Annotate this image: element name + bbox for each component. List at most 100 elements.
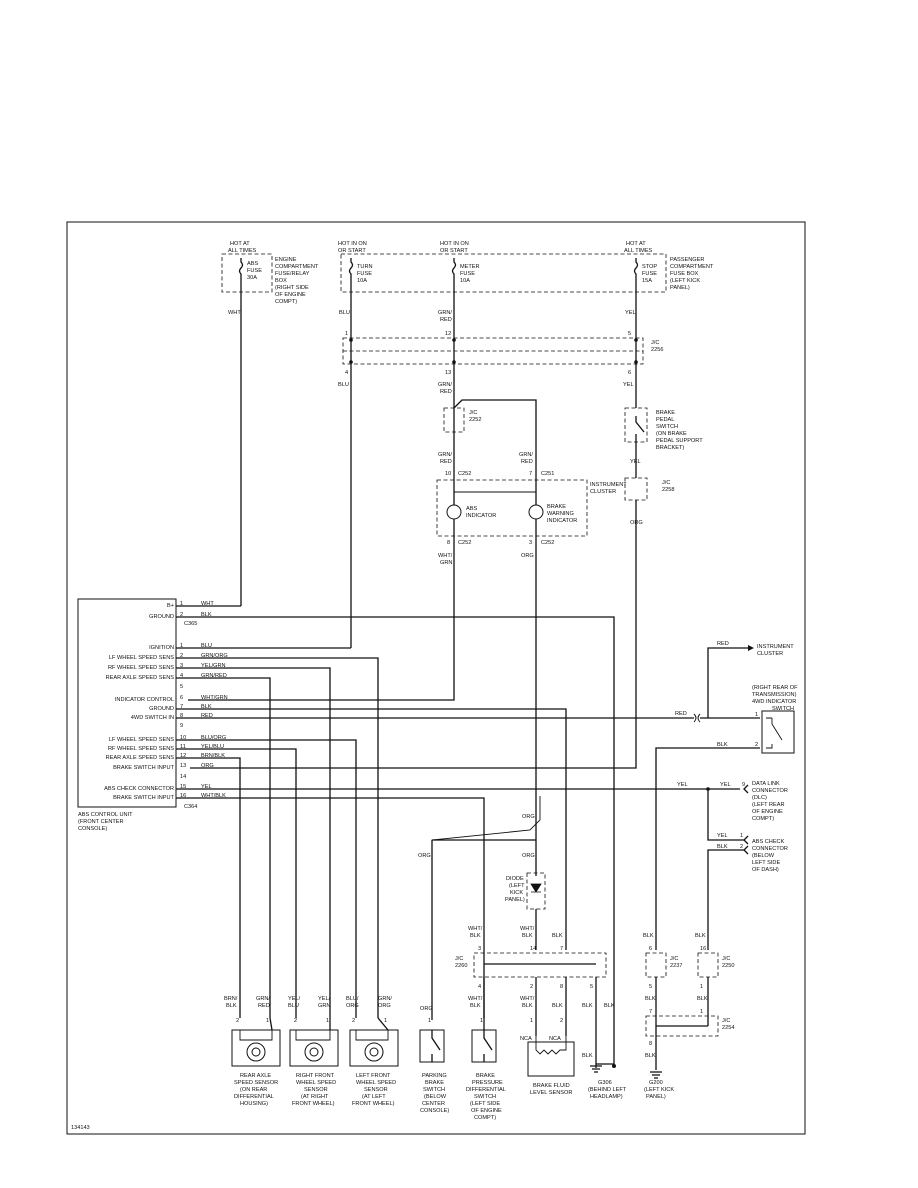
svg-text:COMPT): COMPT) <box>275 299 297 305</box>
meter-fuse-hot-line1: HOT IN ON <box>440 241 469 247</box>
arrow-instrument-cluster <box>748 645 754 651</box>
right-instrument-cluster-label-2: CLUSTER <box>757 651 783 657</box>
wire-label-org-left: ORG <box>418 853 431 859</box>
svg-text:HEADLAMP): HEADLAMP) <box>590 1094 623 1100</box>
svg-text:BLK: BLK <box>604 1003 615 1009</box>
svg-text:5: 5 <box>590 984 593 990</box>
parking-brake-switch-symbol <box>431 1030 441 1062</box>
ecu-pin-number: 1 <box>180 643 183 649</box>
jc-2254-box <box>645 1015 719 1037</box>
svg-text:(ON BRAKE: (ON BRAKE <box>656 431 687 437</box>
rear-axle-sensor-label: REAR AXLE SPEED SENSOR (ON REAR DIFFEREN… <box>234 1073 278 1107</box>
svg-text:8: 8 <box>649 1041 652 1047</box>
svg-text:WHT/: WHT/ <box>520 926 535 932</box>
dlc-connector-symbol <box>743 784 749 794</box>
svg-text:RED: RED <box>440 317 452 323</box>
svg-text:CENTER: CENTER <box>422 1101 445 1107</box>
svg-text:LEFT SIDE: LEFT SIDE <box>752 860 780 866</box>
jc-2258-label: J/C <box>662 480 670 486</box>
svg-text:BLK: BLK <box>552 1003 563 1009</box>
svg-text:(AT RIGHT: (AT RIGHT <box>301 1094 329 1100</box>
svg-text:WHT/: WHT/ <box>520 996 535 1002</box>
wire-label-wht-grn: WHT/ <box>438 553 453 559</box>
svg-text:WARNING: WARNING <box>547 511 574 517</box>
wire-label-org-parking: ORG <box>420 1006 433 1012</box>
stop-fuse-label-2: FUSE <box>642 271 657 277</box>
brake-warning-lamp <box>528 504 544 520</box>
g200-label: G200 (LEFT KICK PANEL) <box>644 1080 674 1100</box>
4wd-indicator-switch <box>761 710 795 754</box>
diode-box <box>526 872 546 910</box>
svg-text:COMPT): COMPT) <box>474 1115 496 1121</box>
ecu-pin-number: 14 <box>180 774 186 780</box>
diagram-frame <box>66 221 806 1135</box>
ecu-pin-label: GROUND <box>149 706 174 712</box>
svg-text:1: 1 <box>326 1018 329 1024</box>
svg-text:G306: G306 <box>598 1080 612 1086</box>
svg-text:7: 7 <box>529 471 532 477</box>
wire-ecu-ground-blk2 <box>176 708 567 950</box>
svg-text:BLK: BLK <box>522 1003 533 1009</box>
brake-fluid-level-sensor <box>527 1041 575 1077</box>
svg-text:YEL: YEL <box>625 310 636 316</box>
svg-text:WHT/: WHT/ <box>468 996 483 1002</box>
svg-text:PANEL): PANEL) <box>505 897 525 903</box>
meter-fuse-symbol <box>451 258 457 280</box>
svg-text:1: 1 <box>345 331 348 337</box>
brake-warning-label: BRAKE WARNING INDICATOR <box>547 504 577 524</box>
svg-text:BLK: BLK <box>645 996 656 1002</box>
turn-fuse-label-2: FUSE <box>357 271 372 277</box>
4wd-switch-symbol <box>766 717 783 749</box>
svg-text:YEL/: YEL/ <box>288 996 301 1002</box>
svg-text:RED: RED <box>440 459 452 465</box>
svg-text:7: 7 <box>560 946 563 952</box>
svg-text:2: 2 <box>352 1018 355 1024</box>
parking-brake-switch-label: PARKING BRAKE SWITCH (BELOW CENTER CONSO… <box>420 1073 449 1114</box>
wire-jc2260-down <box>483 977 597 1064</box>
svg-text:(BELOW: (BELOW <box>752 853 775 859</box>
wire-jc2258-org-down <box>190 500 637 769</box>
brake-fluid-level-sensor-label: BRAKE FLUID LEVEL SENSOR <box>530 1083 572 1096</box>
ground-g200-symbol <box>650 1071 662 1079</box>
ecu-pin-label: RF WHEEL SPEED SENS <box>108 665 174 671</box>
jc-2250-number: 2250 <box>722 963 734 969</box>
jc-2254-number: 2254 <box>722 1025 734 1031</box>
svg-text:GRN/: GRN/ <box>438 452 452 458</box>
ecu-pin-number: 10 <box>180 735 186 741</box>
svg-text:INDICATOR: INDICATOR <box>466 513 496 519</box>
svg-text:YEL: YEL <box>623 382 634 388</box>
wire-label-blk-g306: BLK <box>582 1053 593 1059</box>
abs-fuse-symbol <box>238 258 244 280</box>
svg-text:5: 5 <box>649 984 652 990</box>
svg-text:2: 2 <box>755 742 758 748</box>
diode-label: DIODE (LEFT KICK PANEL) <box>505 876 525 903</box>
svg-text:1: 1 <box>384 1018 387 1024</box>
jc-2260-number: 2260 <box>455 963 467 969</box>
wire-label-org-brake: ORG <box>521 553 534 559</box>
svg-text:4WD INDICATOR: 4WD INDICATOR <box>752 699 796 705</box>
svg-text:LEFT FRONT: LEFT FRONT <box>356 1073 391 1079</box>
ecu-wire-color-label: BLK <box>201 704 212 710</box>
connector-c251: C251 <box>541 471 554 477</box>
ecu-pin-label: BRAKE SWITCH INPUT <box>113 765 174 771</box>
svg-text:CONSOLE): CONSOLE) <box>420 1108 449 1114</box>
jc-2237-label: J/C <box>670 956 678 962</box>
svg-text:BRAKE: BRAKE <box>425 1080 444 1086</box>
jc-2260-box <box>473 952 607 978</box>
ecu-pin-number: 5 <box>180 684 183 690</box>
svg-text:6: 6 <box>649 946 652 952</box>
svg-text:(FRONT CENTER: (FRONT CENTER <box>78 819 124 825</box>
svg-text:1: 1 <box>755 712 758 718</box>
svg-text:GRN: GRN <box>318 1003 330 1009</box>
connector-c365: C365 <box>184 621 197 627</box>
wire-ecu-ground-blk <box>176 616 615 1064</box>
ecu-pin-label: INDICATOR CONTROL <box>115 697 174 703</box>
4wd-switch-label: (RIGHT REAR OF TRANSMISSION) 4WD INDICAT… <box>752 685 798 712</box>
svg-text:YEL/: YEL/ <box>318 996 331 1002</box>
svg-text:INDICATOR: INDICATOR <box>547 518 577 524</box>
turn-fuse-hot-line2: OR START <box>338 248 366 254</box>
ecu-pin-number: 8 <box>180 713 183 719</box>
